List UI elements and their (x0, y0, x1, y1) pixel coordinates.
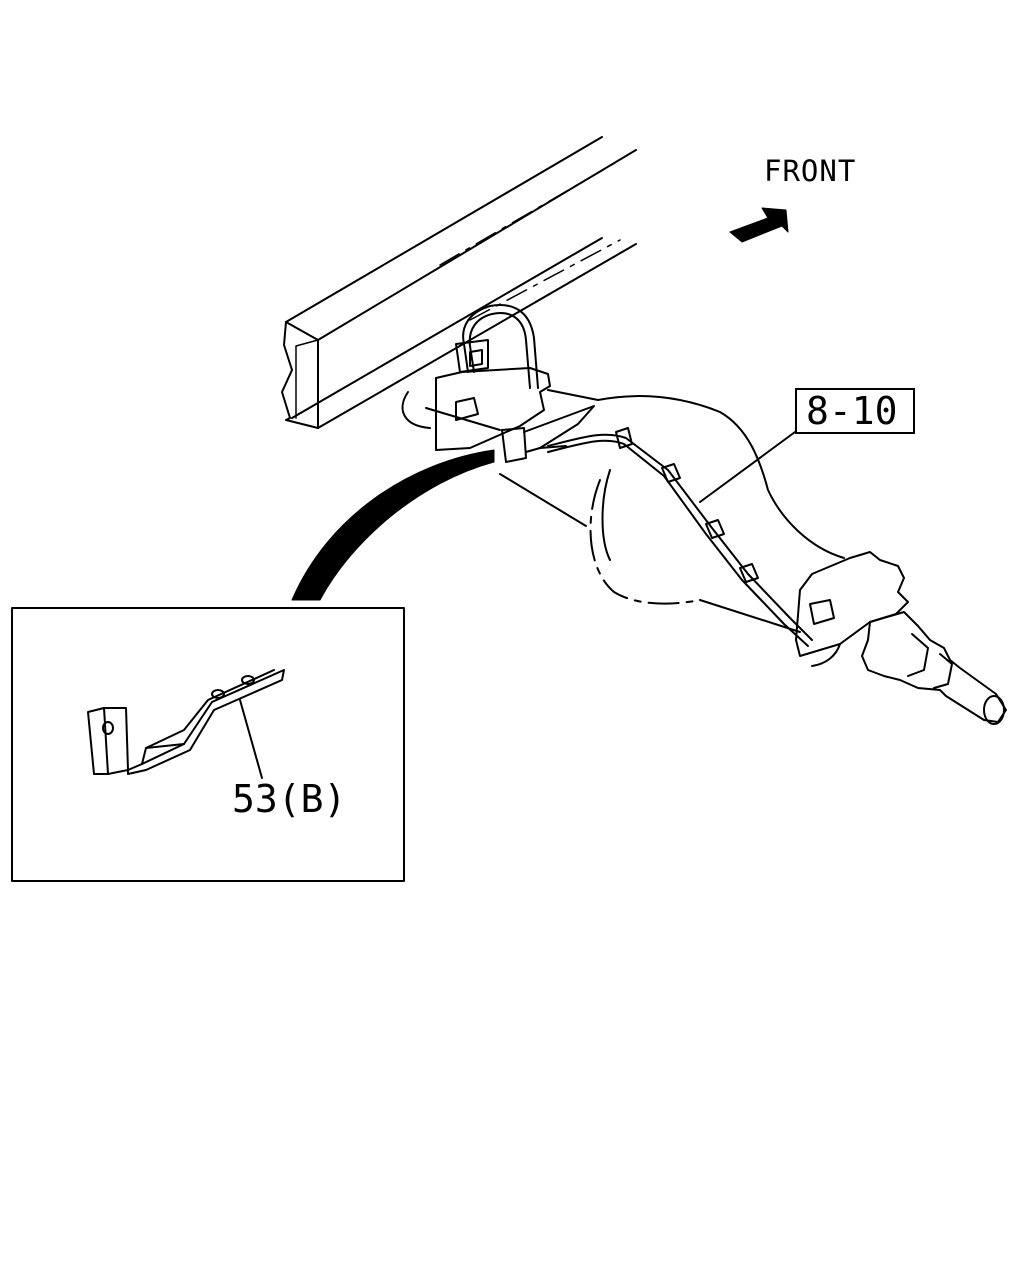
part-number-label: 53(B) (232, 777, 347, 821)
bracket-detail (87, 669, 285, 775)
frame-rail (281, 136, 637, 429)
reference-label: 8-10 (806, 389, 898, 433)
reference-leader-line (699, 431, 796, 503)
reference-label-box (795, 388, 915, 434)
front-arrow-icon (729, 207, 789, 243)
front-direction-label: FRONT (764, 154, 857, 188)
detail-inset-frame (11, 607, 405, 882)
cable-bracket (425, 405, 595, 463)
part-leader-line (239, 699, 263, 779)
axle-housing (401, 367, 1007, 725)
brake-cable (455, 304, 813, 647)
callout-arrow (291, 449, 495, 601)
